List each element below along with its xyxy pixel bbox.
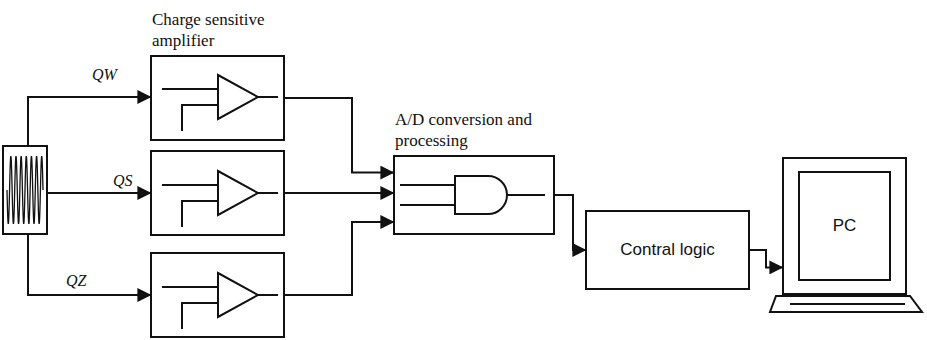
signal-name: QW bbox=[92, 66, 117, 84]
signal-name: QZ bbox=[66, 272, 86, 290]
block-heading: A/D conversion and processing bbox=[395, 110, 575, 151]
processing-box: A/D conversion and processing bbox=[393, 155, 555, 235]
box-label: Contral logic bbox=[620, 240, 715, 260]
amplifier-box: Charge sensitive amplifier bbox=[150, 55, 285, 141]
input-wire bbox=[28, 97, 150, 146]
input-wire bbox=[47, 192, 150, 194]
signal-arrow bbox=[750, 250, 782, 267]
signal-name: QS bbox=[113, 172, 133, 190]
signal-wire bbox=[285, 222, 393, 295]
text-holder: Contral logic bbox=[587, 212, 748, 288]
signal-arrow bbox=[555, 195, 585, 250]
signal-arrow bbox=[285, 98, 393, 173]
and-gate-symbol bbox=[400, 176, 545, 214]
input-wire bbox=[28, 234, 150, 295]
block-heading: Charge sensitive amplifier bbox=[152, 10, 317, 51]
process-box: Contral logic bbox=[585, 210, 750, 290]
waveform bbox=[7, 156, 43, 224]
text-holder: PC bbox=[784, 159, 905, 293]
amplifier-box bbox=[151, 151, 284, 235]
monitor-base bbox=[770, 172, 922, 312]
amplifier-symbol bbox=[162, 75, 278, 329]
box-label: PC bbox=[833, 216, 857, 236]
source-box bbox=[3, 146, 47, 234]
monitor-box: PC bbox=[782, 157, 907, 295]
amplifier-box bbox=[151, 253, 284, 337]
signal-wire bbox=[285, 192, 393, 194]
